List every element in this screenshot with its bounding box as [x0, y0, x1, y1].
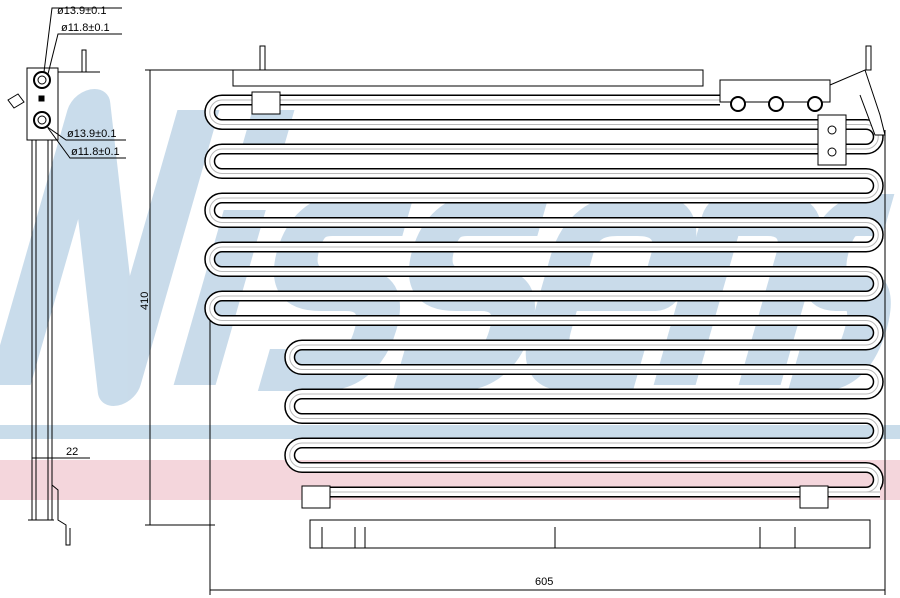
outlet-port [33, 111, 51, 129]
side-view [7, 7, 126, 546]
tube-segment [209, 99, 880, 493]
serpentine-tube [204, 94, 884, 498]
inlet-port [33, 71, 51, 89]
mounting-bracket [251, 91, 281, 115]
condenser-core [204, 45, 886, 549]
mounting-bracket [817, 114, 847, 166]
depth-dimension: 22 [66, 446, 78, 458]
connector-pipe [829, 69, 886, 136]
mounting-bracket [301, 485, 331, 509]
inlet-inner-diameter: ø11.8±0.1 [61, 22, 110, 34]
width-dimension: 605 [535, 576, 553, 588]
mounting-bracket [799, 485, 829, 509]
watermark-stripe-blue [0, 425, 900, 439]
width-dimension-line [209, 130, 886, 595]
pipe-fitting [807, 96, 823, 112]
watermark-logo [0, 89, 895, 406]
pipe-fitting [730, 96, 746, 112]
pipe-fitting [768, 96, 784, 112]
outlet-outer-diameter: ø13.9±0.1 [67, 128, 116, 140]
inlet-outer-diameter: ø13.9±0.1 [57, 5, 106, 17]
height-dimension: 410 [139, 292, 151, 310]
height-dimension-line [145, 69, 235, 526]
outlet-inner-diameter: ø11.8±0.1 [71, 146, 120, 158]
